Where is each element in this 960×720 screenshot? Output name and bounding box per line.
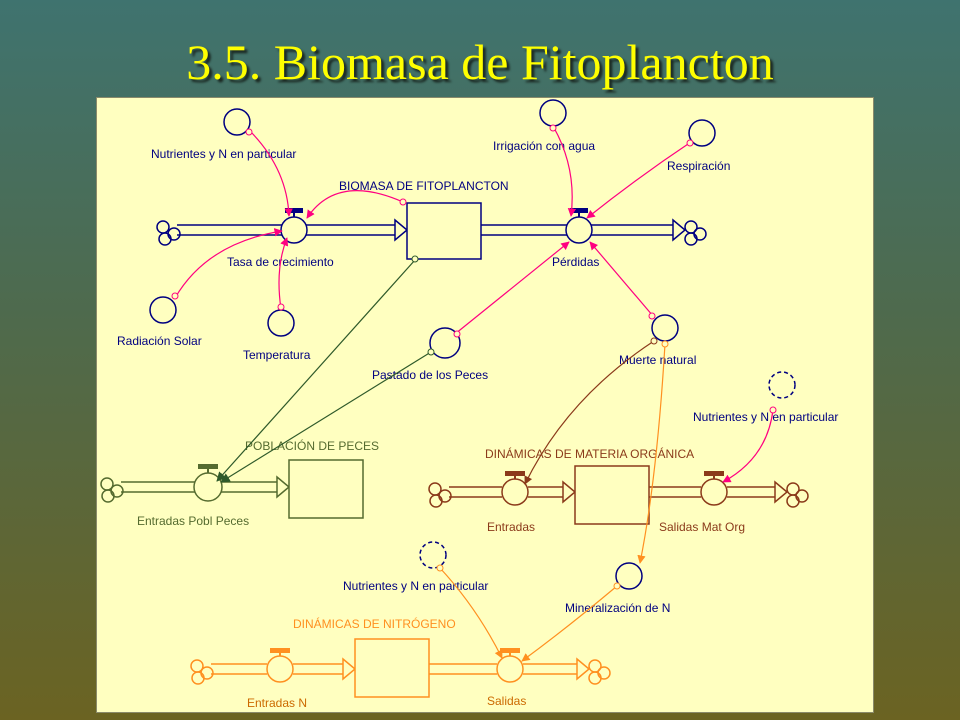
nitrogen-outflow-label: Salidas — [487, 694, 526, 708]
respiration-converter[interactable] — [688, 119, 716, 147]
fish-connectors — [216, 259, 432, 483]
nitrogen-sector: Entradas N DINÁMICAS DE NITRÓGENO Salida… — [190, 340, 670, 710]
irrigation-label: Irrigación con agua — [493, 139, 595, 153]
connector-origin — [661, 340, 669, 348]
nutrients-label: Nutrientes y N en particular — [151, 147, 296, 161]
fish-stock-label: POBLACIÓN DE PECES — [245, 438, 379, 453]
organic-inflow-label: Entradas — [487, 520, 535, 534]
phyto-outflow-pipe — [481, 218, 687, 242]
phyto-sector: Tasa de crecimiento BIOMASA DE FITOPLANC… — [117, 99, 730, 382]
fish-connector-origin — [427, 348, 435, 356]
irrigation-converter[interactable] — [539, 99, 567, 127]
death-to-organic-connector — [524, 340, 655, 485]
connector-origin — [436, 564, 444, 572]
organic-inflow-valve[interactable] — [501, 471, 529, 506]
stock-flow-diagram: Tasa de crecimiento BIOMASA DE FITOPLANC… — [100, 99, 838, 710]
organic-outflow-label: Salidas Mat Org — [659, 520, 745, 534]
phyto-outflow-valve[interactable] — [565, 208, 593, 244]
nitrogen-nutrients-ghost-converter[interactable] — [419, 541, 447, 569]
connector-origin — [769, 406, 777, 414]
cloud-source-icon — [156, 220, 181, 246]
radiation-label: Radiación Solar — [117, 334, 202, 348]
organic-cloud-source-icon — [428, 482, 452, 508]
organic-nutrients-label: Nutrientes y N en particular — [693, 410, 838, 424]
slide-title: 3.5. Biomasa de Fitoplancton — [186, 34, 774, 90]
grazing-label: Pastado de los Peces — [372, 368, 488, 382]
phyto-stock[interactable] — [406, 202, 482, 260]
mineralization-converter[interactable] — [615, 562, 643, 590]
organic-sector: Entradas DINÁMICAS DE MATERIA ORGÁNICA S… — [428, 337, 838, 534]
natural-death-converter[interactable] — [651, 314, 679, 342]
phyto-stock-label: BIOMASA DE FITOPLANCTON — [339, 179, 509, 193]
organic-stock-label: DINÁMICAS DE MATERIA ORGÁNICA — [485, 446, 694, 461]
respiration-label: Respiración — [667, 159, 730, 173]
mineralization-label: Mineralización de N — [565, 601, 670, 615]
nitrogen-cloud-source-icon — [190, 659, 214, 685]
fish-stock[interactable] — [288, 459, 364, 519]
connector-origins — [171, 124, 694, 338]
phyto-connectors — [174, 125, 692, 335]
phyto-outflow-label: Pérdidas — [552, 255, 599, 269]
phyto-inflow-valve[interactable] — [280, 208, 308, 244]
organic-stock[interactable] — [574, 465, 650, 525]
connector-origin — [650, 337, 658, 345]
fish-inflow-label: Entradas Pobl Peces — [137, 514, 249, 528]
organic-cloud-sink-icon — [786, 482, 809, 508]
nitrogen-connectors — [439, 343, 666, 662]
organic-nutrients-connector — [722, 409, 774, 483]
nitrogen-cloud-sink-icon — [588, 659, 611, 685]
organic-nutrients-ghost-converter[interactable] — [768, 371, 796, 399]
nitrogen-inflow-valve[interactable] — [266, 648, 294, 683]
radiation-converter[interactable] — [149, 296, 177, 324]
phyto-inflow-pipe — [177, 218, 409, 242]
fish-inflow-valve[interactable] — [193, 464, 223, 502]
grazing-converter[interactable] — [429, 327, 461, 359]
organic-outflow-valve[interactable] — [700, 471, 728, 506]
nitrogen-stock-label: DINÁMICAS DE NITRÓGENO — [293, 616, 456, 631]
connector-origin — [613, 582, 621, 590]
fish-connector-origin — [411, 255, 419, 263]
nitrogen-inflow-label: Entradas N — [247, 696, 307, 710]
natural-death-label: Muerte natural — [619, 353, 696, 367]
cloud-sink-icon — [684, 220, 707, 246]
temperature-label: Temperatura — [243, 348, 311, 362]
nitrogen-nutrients-label: Nutrientes y N en particular — [343, 579, 488, 593]
nitrogen-stock[interactable] — [354, 638, 430, 698]
stock-flow-diagram-panel: Tasa de crecimiento BIOMASA DE FITOPLANC… — [96, 97, 874, 713]
temperature-converter[interactable] — [267, 309, 295, 337]
fish-sector: Entradas Pobl Peces POBLACIÓN DE PECES — [100, 255, 435, 528]
nutrients-converter[interactable] — [223, 108, 251, 136]
nitrogen-outflow-valve[interactable] — [496, 648, 524, 683]
fish-cloud-source-icon — [100, 477, 124, 503]
